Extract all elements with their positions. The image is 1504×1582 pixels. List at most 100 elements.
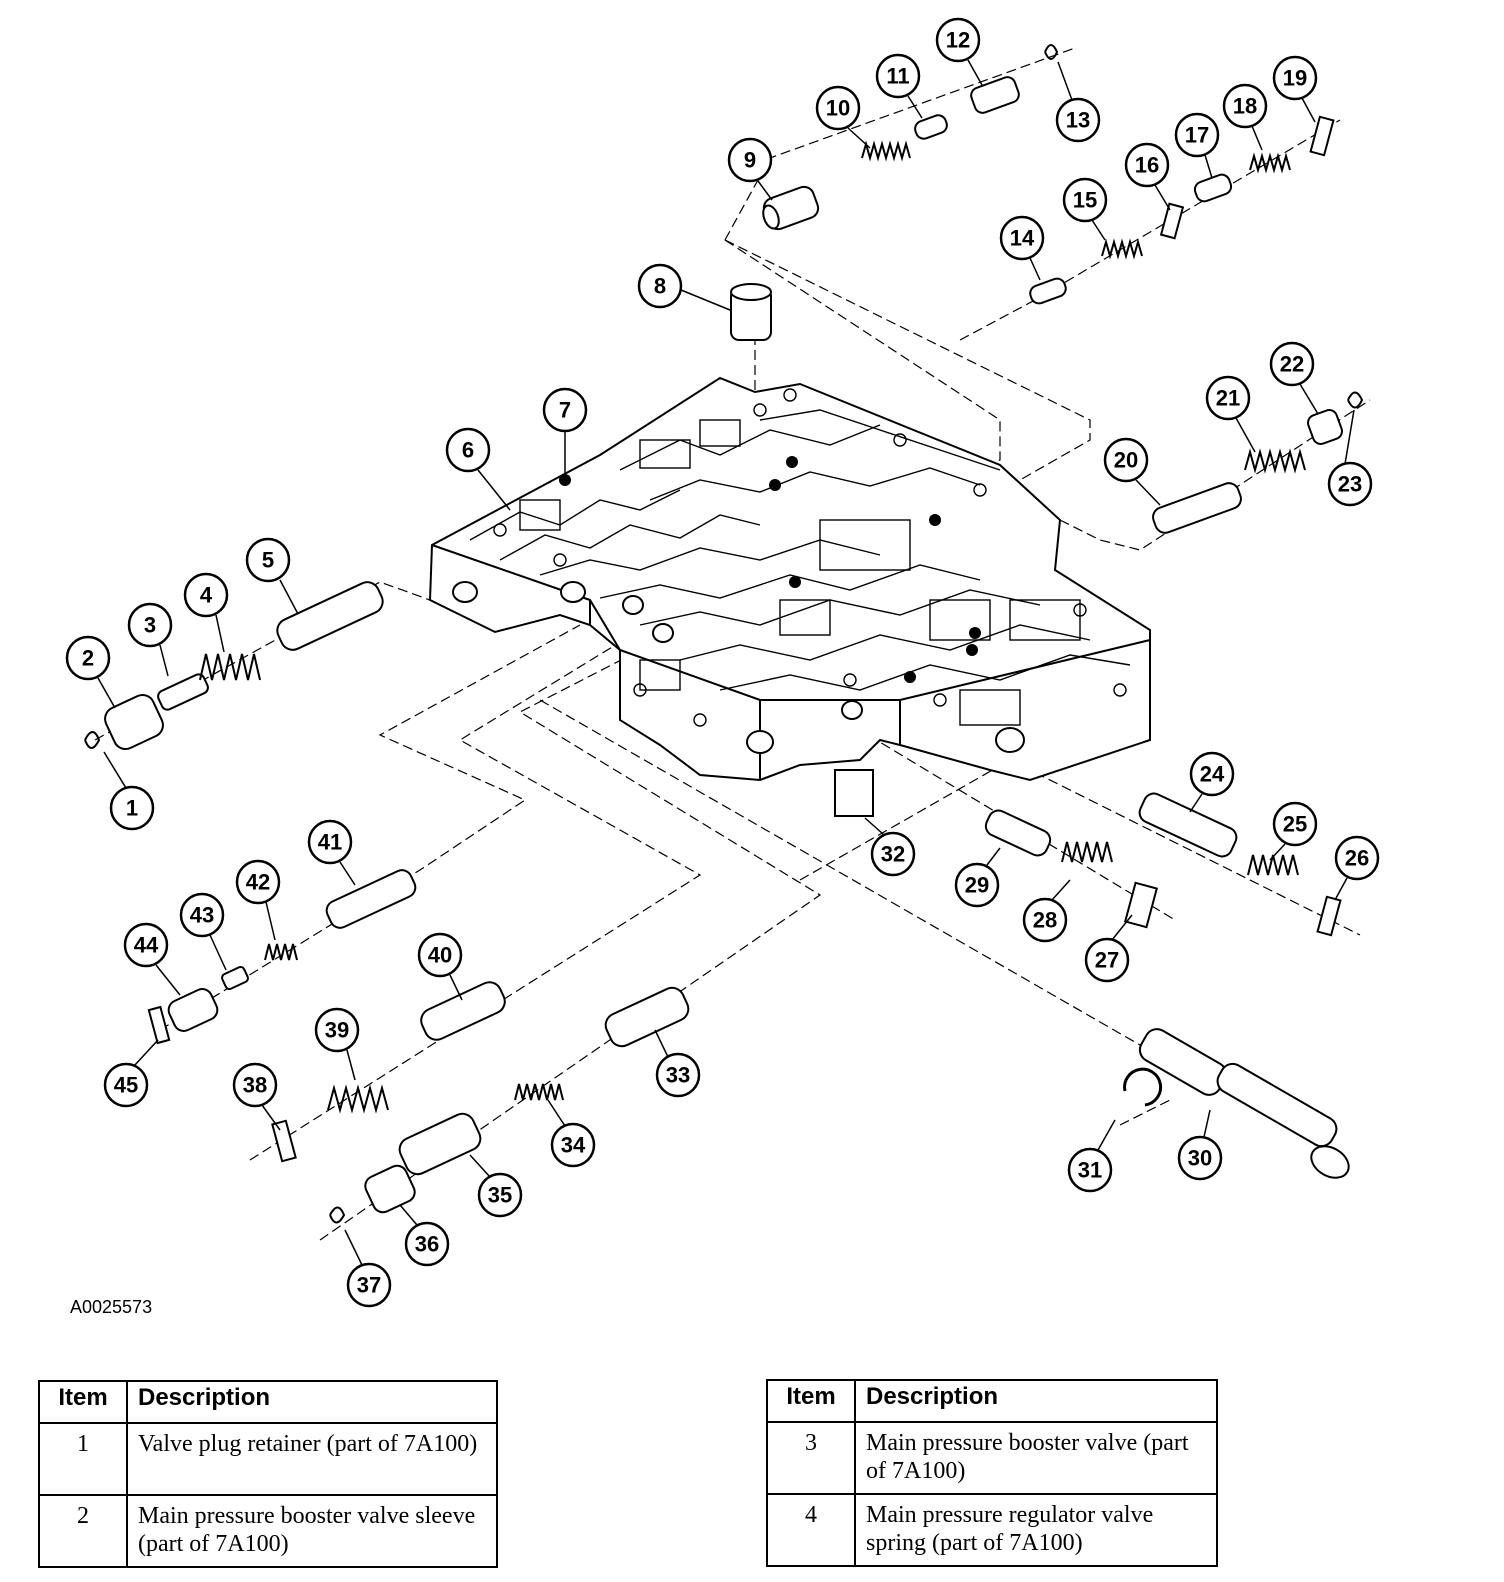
part-20-valve [1152,482,1242,534]
part-3-valve [157,673,209,711]
header-item: Item [38,1380,128,1424]
part-35-valve [398,1112,482,1176]
svg-text:41: 41 [318,830,342,855]
part-10-spring [861,140,911,162]
parts-table-right: Item Description 3 Main pressure booster… [766,1379,1218,1567]
svg-text:31: 31 [1078,1158,1102,1183]
svg-text:2: 2 [82,646,94,671]
part-44-plug [167,988,219,1032]
callout-19: 19 [1272,55,1318,101]
callout-5: 5 [245,537,291,583]
svg-text:11: 11 [886,64,909,89]
callout-35: 35 [477,1172,523,1218]
valve-body-channels [469,388,1131,727]
part-26-retainer [1316,895,1342,937]
part-45-retainer [147,1005,171,1045]
header-description: Description [126,1380,498,1424]
svg-text:20: 20 [1114,448,1138,473]
svg-text:26: 26 [1345,846,1369,871]
callout-17: 17 [1174,112,1220,158]
part-31-e-clip [1123,1067,1163,1107]
item-description: Valve plug retainer (part of 7A100) [126,1422,498,1496]
part-16-retainer [1159,202,1185,240]
part-2-sleeve [104,694,164,750]
part-36-sleeve [364,1164,416,1214]
callout-4: 4 [183,572,229,618]
part-4-spring [199,653,261,681]
svg-text:45: 45 [114,1073,138,1098]
parts-table-left: Item Description 1 Valve plug retainer (… [38,1380,498,1568]
part-15-spring [1101,238,1143,260]
callout-11: 11 [875,53,921,99]
callout-6: 6 [445,427,491,473]
part-37-clip [329,1206,346,1224]
callout-24: 24 [1189,751,1235,797]
callout-26: 26 [1334,835,1380,881]
svg-text:4: 4 [200,583,213,608]
item-description: Main pressure booster valve sleeve (part… [126,1494,498,1568]
callout-38: 38 [232,1062,278,1108]
callout-1: 1 [109,785,155,831]
svg-text:29: 29 [965,873,989,898]
part-23-clip [1347,391,1364,409]
svg-text:30: 30 [1188,1146,1212,1171]
svg-text:6: 6 [462,438,474,463]
svg-text:38: 38 [243,1073,267,1098]
svg-text:13: 13 [1066,108,1090,133]
part-18-spring [1249,152,1291,174]
svg-text:1: 1 [126,796,138,821]
part-30-manual-valve [1138,1028,1350,1179]
part-28-spring [1061,841,1113,863]
part-22-plug [1307,409,1343,445]
part-12-plug [970,76,1020,114]
svg-text:36: 36 [415,1232,439,1257]
item-number: 4 [766,1493,856,1567]
part-8-sleeve [730,283,772,341]
callout-8: 8 [637,263,683,309]
svg-text:24: 24 [1200,762,1225,787]
header-description: Description [854,1379,1218,1423]
svg-text:25: 25 [1283,812,1307,837]
part-34-spring [514,1083,564,1101]
svg-text:9: 9 [744,148,756,173]
part-9-valve [762,185,820,231]
svg-text:35: 35 [488,1183,512,1208]
part-21-spring [1244,448,1306,474]
callout-33: 33 [655,1052,701,1098]
part-13-clip [1044,44,1059,60]
exploded-view-diagram: 1 2 3 4 5 6 7 8 9 10 11 12 13 14 15 16 1… [65,17,1380,1308]
callout-7: 7 [542,387,588,433]
callout-18: 18 [1222,83,1268,129]
callout-27: 27 [1084,937,1130,983]
svg-text:14: 14 [1010,226,1035,251]
part-41-valve [325,869,417,929]
svg-text:27: 27 [1095,948,1119,973]
table-row: 2 Main pressure booster valve sleeve (pa… [38,1494,498,1568]
part-27-retainer [1123,881,1159,929]
svg-text:18: 18 [1233,94,1257,119]
callout-bubbles: 1 2 3 4 5 6 7 8 9 10 11 12 13 14 15 16 1… [65,17,1380,1308]
svg-text:39: 39 [325,1018,349,1043]
callout-16: 16 [1124,142,1170,188]
callout-25: 25 [1272,801,1318,847]
svg-text:12: 12 [946,28,970,53]
svg-text:19: 19 [1283,66,1307,91]
part-17-plunger [1193,173,1233,203]
svg-text:15: 15 [1073,188,1097,213]
callout-37: 37 [346,1262,392,1308]
callout-45: 45 [103,1062,149,1108]
callout-31: 31 [1067,1147,1113,1193]
svg-text:22: 22 [1280,352,1304,377]
part-24-valve [1138,792,1238,858]
callout-30: 30 [1177,1135,1223,1181]
callout-2: 2 [65,635,111,681]
callout-41: 41 [307,819,353,865]
part-42-spring [264,943,298,961]
callout-14: 14 [999,215,1045,261]
table-header-row: Item Description [766,1379,1218,1423]
svg-text:44: 44 [134,933,159,958]
callout-23: 23 [1327,461,1373,507]
check-balls [559,456,981,683]
part-43-plunger [221,965,249,991]
figure-reference-code: A0025573 [70,1297,153,1317]
